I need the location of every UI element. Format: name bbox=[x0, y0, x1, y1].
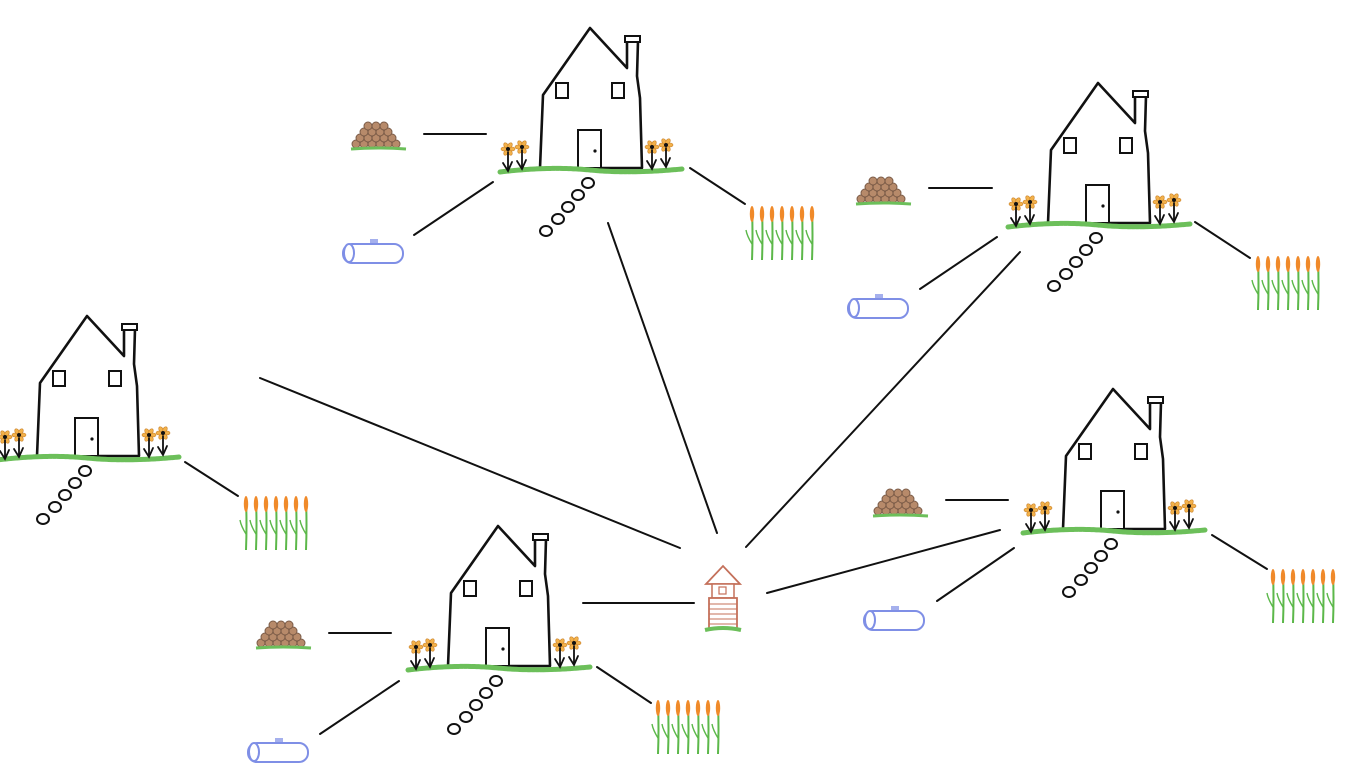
tank-connector-line bbox=[319, 680, 400, 735]
homestead-top-right bbox=[1005, 81, 1193, 292]
well-connector-line bbox=[745, 251, 1021, 548]
cornfield-connector-line bbox=[596, 666, 652, 704]
stepping-stones-icon bbox=[36, 465, 92, 525]
door-icon bbox=[577, 129, 602, 169]
cornfield-icon bbox=[745, 206, 815, 261]
door-icon bbox=[74, 417, 99, 457]
propane-tank-icon bbox=[247, 738, 309, 763]
flowers-icon bbox=[1023, 501, 1053, 534]
grass-strip bbox=[1020, 526, 1208, 536]
propane-tank-icon bbox=[847, 294, 909, 319]
flowers-icon bbox=[0, 428, 27, 461]
grass-strip bbox=[0, 453, 182, 463]
homestead-right bbox=[1020, 387, 1208, 598]
woodpile-icon bbox=[855, 176, 912, 206]
cornfield-connector-line bbox=[689, 167, 746, 205]
woodpile-icon bbox=[255, 620, 312, 650]
well-connector-line bbox=[259, 377, 681, 549]
window-icon bbox=[519, 580, 533, 597]
door-icon bbox=[485, 627, 510, 667]
cornfield-icon bbox=[1251, 256, 1321, 311]
tank-connector-line bbox=[919, 236, 998, 290]
woodpile-icon bbox=[872, 488, 929, 518]
well-connector-line bbox=[607, 222, 718, 534]
chimney-icon bbox=[532, 533, 549, 541]
well-icon bbox=[703, 564, 743, 632]
stepping-stones-icon bbox=[1047, 232, 1103, 292]
homestead-left bbox=[0, 314, 182, 525]
flowers-icon bbox=[141, 426, 171, 459]
window-icon bbox=[1134, 443, 1148, 460]
stepping-stones-icon bbox=[447, 675, 503, 735]
window-icon bbox=[463, 580, 477, 597]
stepping-stones-icon bbox=[539, 177, 595, 237]
diagram-nodes bbox=[0, 26, 1336, 763]
window-icon bbox=[1119, 137, 1133, 154]
connection-lines bbox=[184, 133, 1268, 735]
cornfield-connector-line bbox=[1211, 534, 1268, 570]
flowers-icon bbox=[552, 636, 582, 669]
window-icon bbox=[1063, 137, 1077, 154]
flowers-icon bbox=[500, 140, 530, 173]
flowers-icon bbox=[644, 138, 674, 171]
window-icon bbox=[108, 370, 122, 387]
grass-strip bbox=[497, 165, 685, 175]
window-icon bbox=[52, 370, 66, 387]
stepping-stones-icon bbox=[1062, 538, 1118, 598]
window-icon bbox=[555, 82, 569, 99]
window-icon bbox=[1078, 443, 1092, 460]
cornfield-connector-line bbox=[184, 461, 239, 497]
chimney-icon bbox=[121, 323, 138, 331]
propane-tank-icon bbox=[863, 606, 925, 631]
door-icon bbox=[1085, 184, 1110, 224]
cornfield-icon bbox=[651, 700, 721, 755]
chimney-icon bbox=[624, 35, 641, 43]
chimney-icon bbox=[1132, 90, 1149, 98]
homestead-top-center bbox=[497, 26, 685, 237]
flowers-icon bbox=[1152, 193, 1182, 226]
chimney-icon bbox=[1147, 396, 1164, 404]
homestead-bottom-center bbox=[405, 524, 593, 735]
grass-strip bbox=[405, 663, 593, 673]
window-icon bbox=[611, 82, 625, 99]
well-connector-line bbox=[766, 529, 1001, 594]
flowers-icon bbox=[1167, 499, 1197, 532]
door-icon bbox=[1100, 490, 1125, 530]
woodpile-icon bbox=[350, 121, 407, 151]
cornfield-connector-line bbox=[1194, 221, 1251, 259]
cornfield-icon bbox=[239, 496, 309, 551]
tank-connector-line bbox=[936, 547, 1015, 602]
grass-strip bbox=[1005, 220, 1193, 230]
propane-tank-icon bbox=[342, 239, 404, 264]
cornfield-icon bbox=[1266, 569, 1336, 624]
flowers-icon bbox=[1008, 195, 1038, 228]
flowers-icon bbox=[408, 638, 438, 671]
tank-connector-line bbox=[413, 181, 494, 236]
